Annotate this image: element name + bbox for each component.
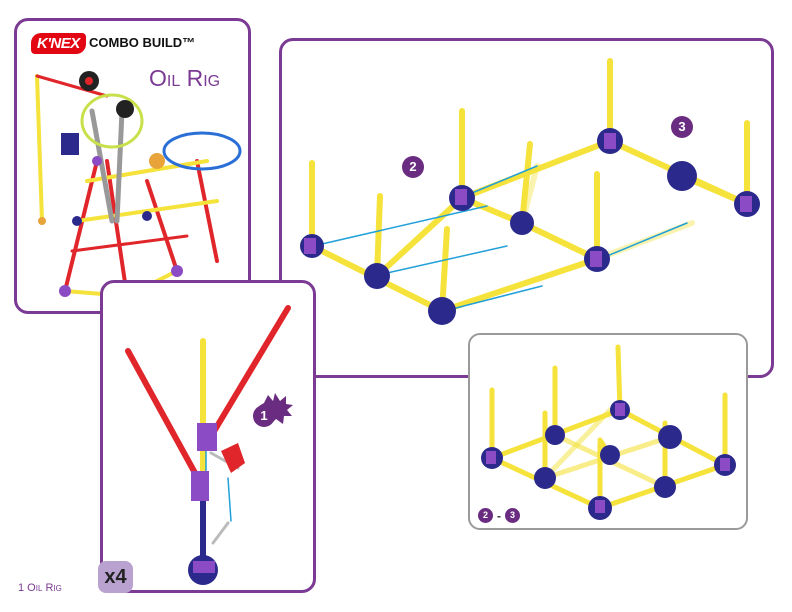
step-1-diagram <box>125 305 293 585</box>
page-footer: 1 Oil Rig <box>18 582 62 594</box>
quantity-multiplier: x4 <box>98 561 133 593</box>
step-1-badge: 1 <box>253 405 275 427</box>
range-separator: - <box>497 508 501 523</box>
step-2-badge: 2 <box>402 156 424 178</box>
range-start-badge: 2 <box>478 508 493 523</box>
result-panel <box>468 333 748 530</box>
step-1-panel: 1 <box>100 280 316 593</box>
result-diagram <box>481 344 736 520</box>
oil-rig-illustration <box>35 71 242 302</box>
cover-panel: K'NEX COMBO BUILD™ Oil Rig <box>14 18 251 314</box>
step-2-3-diagram <box>300 58 760 325</box>
step-3-badge: 3 <box>671 116 693 138</box>
combo-build-label: COMBO BUILD™ <box>89 35 196 50</box>
step-range-label: 2 - 3 <box>478 508 520 523</box>
model-title: Oil Rig <box>149 65 221 91</box>
step-2-3-panel: 2 3 <box>279 38 774 378</box>
knex-logo: K'NEX <box>31 33 86 54</box>
range-end-badge: 3 <box>505 508 520 523</box>
